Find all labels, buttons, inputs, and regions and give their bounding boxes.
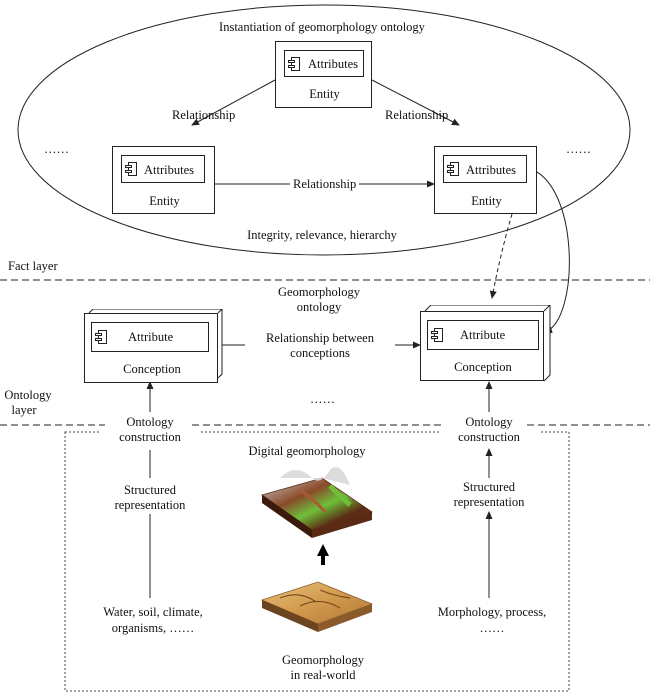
relationship-label-right: Relationship bbox=[385, 108, 449, 122]
ellipsis-left: …… bbox=[44, 142, 69, 156]
left-construction-line2: construction bbox=[100, 429, 200, 445]
relationship-label-middle: Relationship bbox=[290, 176, 360, 192]
ontology-layer-label-line1: Ontology bbox=[4, 388, 52, 402]
attributes-label: Attributes bbox=[466, 163, 516, 177]
attributes-box-right: Attributes bbox=[443, 155, 527, 183]
entity-label: Entity bbox=[149, 194, 180, 208]
solid-instance-curve bbox=[526, 167, 570, 334]
conception-label: Conception bbox=[454, 360, 512, 374]
ontology-title-line2: ontology bbox=[296, 300, 342, 314]
component-icon bbox=[125, 162, 137, 176]
attribute-box-right: Attribute bbox=[427, 320, 539, 350]
digital-geomorphology-frame bbox=[64, 431, 570, 692]
conception-front-left: Attribute Conception bbox=[84, 313, 218, 383]
attribute-label: Attribute bbox=[128, 330, 174, 344]
conception-label: Conception bbox=[123, 362, 181, 376]
component-icon bbox=[447, 162, 459, 176]
right-construction-line1: Ontology bbox=[465, 415, 513, 429]
real-world-line2: in real-world bbox=[290, 668, 356, 682]
ontology-layer-label-line2: layer bbox=[11, 403, 37, 417]
dem-terrain-image bbox=[261, 467, 373, 538]
ontology-ellipsis: …… bbox=[310, 392, 335, 406]
right-construction-line2: construction bbox=[439, 429, 539, 445]
conception-relationship-line1: Relationship between bbox=[266, 331, 374, 345]
entity-box-right[interactable]: Attributes Entity bbox=[434, 146, 537, 214]
arrow-top-to-left-entity bbox=[191, 79, 276, 126]
dashed-instance-curve bbox=[489, 213, 513, 299]
fact-layer-label: Fact layer bbox=[8, 259, 58, 273]
attribute-label: Attribute bbox=[460, 328, 506, 342]
attributes-label: Attributes bbox=[144, 163, 194, 177]
real-world-line1: Geomorphology bbox=[282, 653, 364, 667]
right-factors-line2: …… bbox=[479, 621, 505, 635]
conception-relationship-line2: conceptions bbox=[290, 346, 350, 360]
attribute-box-left: Attribute bbox=[91, 322, 209, 352]
right-structured-line2: representation bbox=[453, 495, 525, 509]
relationship-label-left: Relationship bbox=[172, 108, 236, 122]
fact-layer-ellipse bbox=[17, 4, 631, 256]
entity-label: Entity bbox=[309, 87, 340, 101]
left-factors-line1: Water, soil, climate, bbox=[103, 605, 203, 619]
left-structured-line1: Structured bbox=[123, 483, 177, 497]
fact-layer-title: Instantiation of geomorphology ontology bbox=[219, 20, 425, 34]
real-world-terrain-image bbox=[260, 581, 374, 632]
ontology-title-line1: Geomorphology bbox=[278, 285, 360, 299]
right-structured-line1: Structured bbox=[462, 480, 516, 494]
digital-geomorphology-title: Digital geomorphology bbox=[248, 444, 366, 458]
conception-front-right: Attribute Conception bbox=[420, 311, 544, 381]
conception-box-left[interactable]: Attribute Conception bbox=[84, 309, 224, 383]
component-icon bbox=[95, 330, 107, 344]
conception-box-right[interactable]: Attribute Conception bbox=[420, 305, 552, 383]
attributes-box-top: Attributes bbox=[284, 50, 364, 77]
arrow-top-to-right-entity bbox=[371, 79, 460, 126]
entity-box-top[interactable]: Attributes Entity bbox=[275, 41, 372, 108]
entity-box-left[interactable]: Attributes Entity bbox=[112, 146, 215, 214]
ellipsis-right: …… bbox=[566, 142, 591, 156]
right-factors-line1: Morphology, process, bbox=[437, 605, 547, 619]
attributes-box-left: Attributes bbox=[121, 155, 205, 183]
attributes-label: Attributes bbox=[308, 57, 358, 71]
fact-layer-footer: Integrity, relevance, hierarchy bbox=[247, 228, 397, 242]
left-factors-line2: organisms, …… bbox=[111, 621, 195, 635]
component-icon bbox=[431, 328, 443, 342]
component-icon bbox=[288, 57, 300, 71]
left-structured-line2: representation bbox=[114, 498, 186, 512]
left-construction-line1: Ontology bbox=[126, 415, 174, 429]
entity-label: Entity bbox=[471, 194, 502, 208]
